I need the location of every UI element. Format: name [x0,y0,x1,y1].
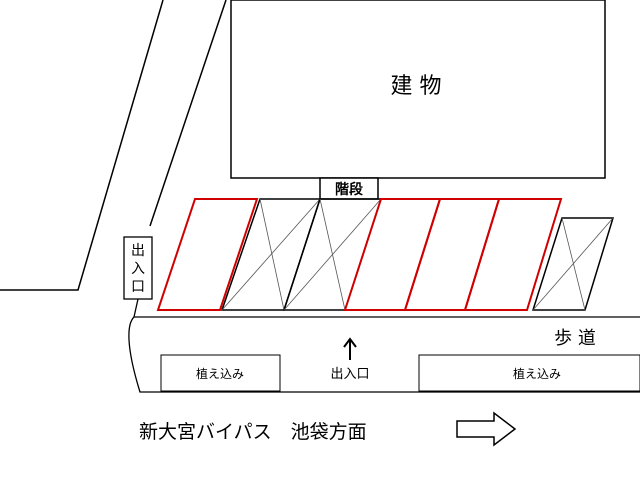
side-entrance-path [133,298,139,318]
arrow-up-icon [343,337,357,360]
direction-label: 新大宮バイパス 池袋方面 [139,421,367,443]
side-entrance-char: 出 [131,243,145,259]
parking-space-cross-mark [221,198,321,311]
side-entrance-char: 入 [131,261,145,277]
main-entrance-label: 出入口 [330,367,369,382]
parking-space-cross-mark [319,198,346,311]
parking-space-cross-mark [561,217,586,311]
side-entrance-sign [123,236,153,300]
parking-space-available [343,198,442,311]
parking-space-cross-mark [259,198,285,311]
parking-space-cross-mark [532,217,614,311]
sidewalk-curb [128,316,640,393]
parking-space-available [403,198,501,311]
planting-left-label: 植え込み [196,366,244,381]
parking-space-available [156,198,259,311]
planting-area-left [160,354,281,392]
building [230,0,606,179]
parking-spaces [156,198,615,311]
stairs-label: 階段 [335,181,363,198]
road-edge-line-outer [0,0,164,291]
arrow-right-outline-icon [456,411,517,447]
parking-space-available [463,198,563,311]
sidewalk-label: 歩 道 [554,328,596,349]
building-label: 建 物 [391,74,442,99]
road-edge-line-inner [149,0,227,227]
side-entrance-char: 口 [131,279,145,295]
planting-right-label: 植え込み [513,366,561,381]
planting-area-right [418,354,640,392]
